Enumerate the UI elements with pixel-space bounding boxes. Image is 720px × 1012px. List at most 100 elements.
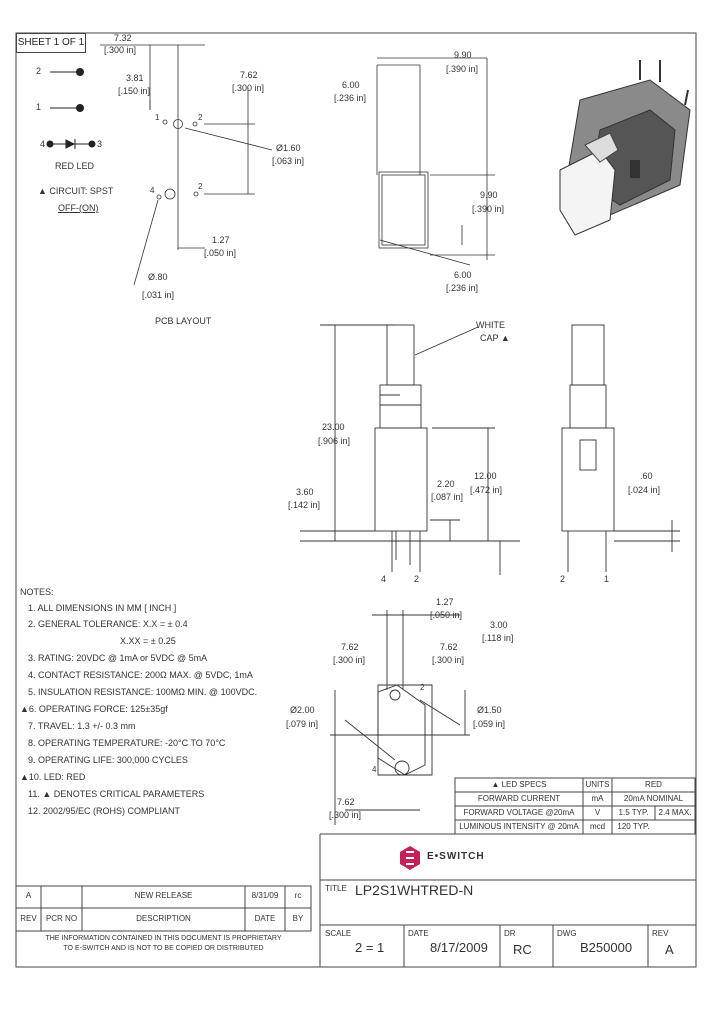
dim-1.27-in: [.050 in] [204, 248, 237, 258]
led-spec-row-3-value: 120 TYP. [617, 822, 650, 831]
bottom-dim-7.62-right: 7.62 [440, 642, 458, 652]
bottom-dim-1.27: 1.27 [436, 597, 454, 607]
dim-3.81-in: [.150 in] [118, 86, 151, 96]
dim-3.00: 3.00 [490, 620, 508, 630]
note-10: ▲10. LED: RED [20, 772, 86, 782]
iso-dim-9.90-in: [.390 in] [446, 64, 479, 74]
bottom-dim-2.00: Ø2.00 [290, 705, 315, 715]
proprietary-notice-1: THE INFORMATION CONTAINED IN THIS DOCUME… [45, 935, 282, 942]
note-4: 4. CONTACT RESISTANCE: 200Ω MAX. @ 5VDC,… [28, 670, 253, 680]
bottom-dim-7.62: 7.62 [337, 797, 355, 807]
rev-entry: A [25, 891, 32, 900]
cap-label-2: CAP ▲ [480, 333, 510, 343]
pin-4-label: 4 [40, 139, 46, 149]
iso-dim-9.90b-in: [.390 in] [472, 204, 505, 214]
dim-hole-1.60-in: [.063 in] [272, 156, 305, 166]
led-spec-row-1-unit: mA [591, 794, 604, 803]
bottom-dim-7.62-right-in: [.300 in] [432, 655, 465, 665]
part-number: LP2S1WHTRED-N [355, 882, 474, 898]
bottom-dim-7.62-in: [.300 in] [329, 810, 362, 820]
dim-0.60: .60 [640, 471, 653, 481]
note-2: 2. GENERAL TOLERANCE: X.X = ± 0.4 [28, 619, 188, 629]
bottom-dim-7.62-left: 7.62 [341, 642, 359, 652]
rev-header: REV [20, 914, 37, 923]
front-pin-4: 4 [381, 574, 387, 584]
dim-23.00: 23.00 [322, 422, 345, 432]
led-specs-red-header: RED [645, 780, 662, 789]
dim-23.00-in: [.906 in] [318, 436, 351, 446]
cap-label: WHITE [476, 320, 505, 330]
description-entry: NEW RELEASE [134, 891, 193, 900]
note-1: 1. ALL DIMENSIONS IN MM [ INCH ] [28, 603, 177, 613]
led-specs-header: ▲ LED SPECS [491, 780, 547, 789]
note-11: 11. ▲ DENOTES CRITICAL PARAMETERS [28, 789, 205, 799]
note-6: ▲6. OPERATING FORCE: 125±35gf [20, 704, 168, 714]
iso-dim-6.00: 6.00 [342, 80, 360, 90]
front-pin-2: 2 [414, 574, 420, 584]
note-12: 12. 2002/95/EC (ROHS) COMPLIANT [28, 806, 181, 816]
by-header: BY [292, 914, 304, 923]
dim-1.27: 1.27 [212, 235, 230, 245]
date-entry: 8/31/09 [251, 891, 279, 900]
dim-7.62: 7.62 [240, 70, 258, 80]
led-spec-row-3-name: LUMINOUS INTENSITY @ 20mA [459, 822, 579, 831]
dim-12.00: 12.00 [474, 471, 497, 481]
scale-label: SCALE [325, 929, 352, 938]
title-label: TITLE [325, 884, 347, 893]
dim-7.32: 7.32 [114, 33, 132, 43]
switch-3d-render [559, 60, 691, 236]
notes-title: NOTES: [20, 587, 54, 597]
pcr-header: PCR NO [45, 914, 78, 923]
note-9: 9. OPERATING LIFE: 300,000 CYCLES [28, 755, 188, 765]
bottom-dim-1.27-in: [.050 in] [430, 610, 463, 620]
iso-dim-6.00b-in: [.236 in] [446, 283, 479, 293]
pcb-layout-title: PCB LAYOUT [155, 316, 212, 326]
pcb-pin-2b: 2 [198, 182, 203, 191]
circuit-label: ▲ CIRCUIT: SPST [38, 186, 114, 196]
date-value: 8/17/2009 [430, 940, 488, 955]
dim-2.20: 2.20 [437, 479, 455, 489]
side-pin-1: 1 [604, 574, 610, 584]
bottom-pin-4: 4 [372, 765, 377, 774]
note-5: 5. INSULATION RESISTANCE: 100MΩ MIN. @ 1… [28, 687, 258, 697]
bottom-pin-2: 2 [420, 683, 425, 692]
led-spec-row-1-value: 20mA NOMINAL [623, 794, 684, 803]
proprietary-notice-2: TO E-SWITCH AND IS NOT TO BE COPIED OR D… [63, 945, 264, 952]
led-spec-row-2-max: 2.4 MAX. [658, 808, 692, 817]
dr-label: DR [504, 929, 516, 938]
dim-0.60-in: [.024 in] [628, 485, 661, 495]
pin-1-label: 1 [36, 102, 42, 112]
dim-7.32-in: [.300 in] [104, 45, 137, 55]
led-spec-row-2-typ: 1.5 TYP. [618, 808, 649, 817]
by-entry: rc [294, 891, 302, 900]
dim-7.62-in: [.300 in] [232, 83, 265, 93]
dwg-label: DWG [557, 929, 577, 938]
bottom-dim-2.00-in: [.079 in] [286, 719, 319, 729]
dwg-value: B250000 [580, 940, 633, 955]
iso-dim-6.00b: 6.00 [454, 270, 472, 280]
pcb-pin-4: 4 [150, 186, 155, 195]
iso-dim-9.90: 9.90 [454, 50, 472, 60]
side-pin-2: 2 [560, 574, 566, 584]
led-spec-row-1-name: FORWARD CURRENT [477, 794, 561, 803]
pcb-pin-1: 1 [155, 113, 160, 122]
company-name: E•SWITCH [427, 851, 485, 862]
bottom-dim-1.50-in: [.059 in] [473, 719, 506, 729]
dr-value: RC [513, 942, 532, 957]
dim-hole-1.60: Ø1.60 [276, 143, 301, 153]
dim-3.60: 3.60 [296, 487, 314, 497]
pin-2-label: 2 [36, 66, 42, 76]
bottom-dim-7.62-left-in: [.300 in] [333, 655, 366, 665]
dim-3.81: 3.81 [126, 73, 144, 83]
date-header: DATE [254, 914, 276, 923]
led-label: RED LED [55, 161, 95, 171]
scale-value: 2 = 1 [355, 940, 385, 955]
dim-3.00-in: [.118 in] [482, 633, 514, 643]
note-2b: X.XX = ± 0.25 [120, 636, 176, 646]
rev-label: REV [652, 929, 669, 938]
iso-dim-6.00-in: [.236 in] [334, 93, 367, 103]
pin-3-label: 3 [97, 139, 103, 149]
circuit-type: OFF-(ON) [58, 203, 99, 213]
led-spec-row-2-name: FORWARD VOLTAGE @20mA [463, 808, 575, 817]
led-spec-row-2-unit: V [594, 808, 601, 817]
